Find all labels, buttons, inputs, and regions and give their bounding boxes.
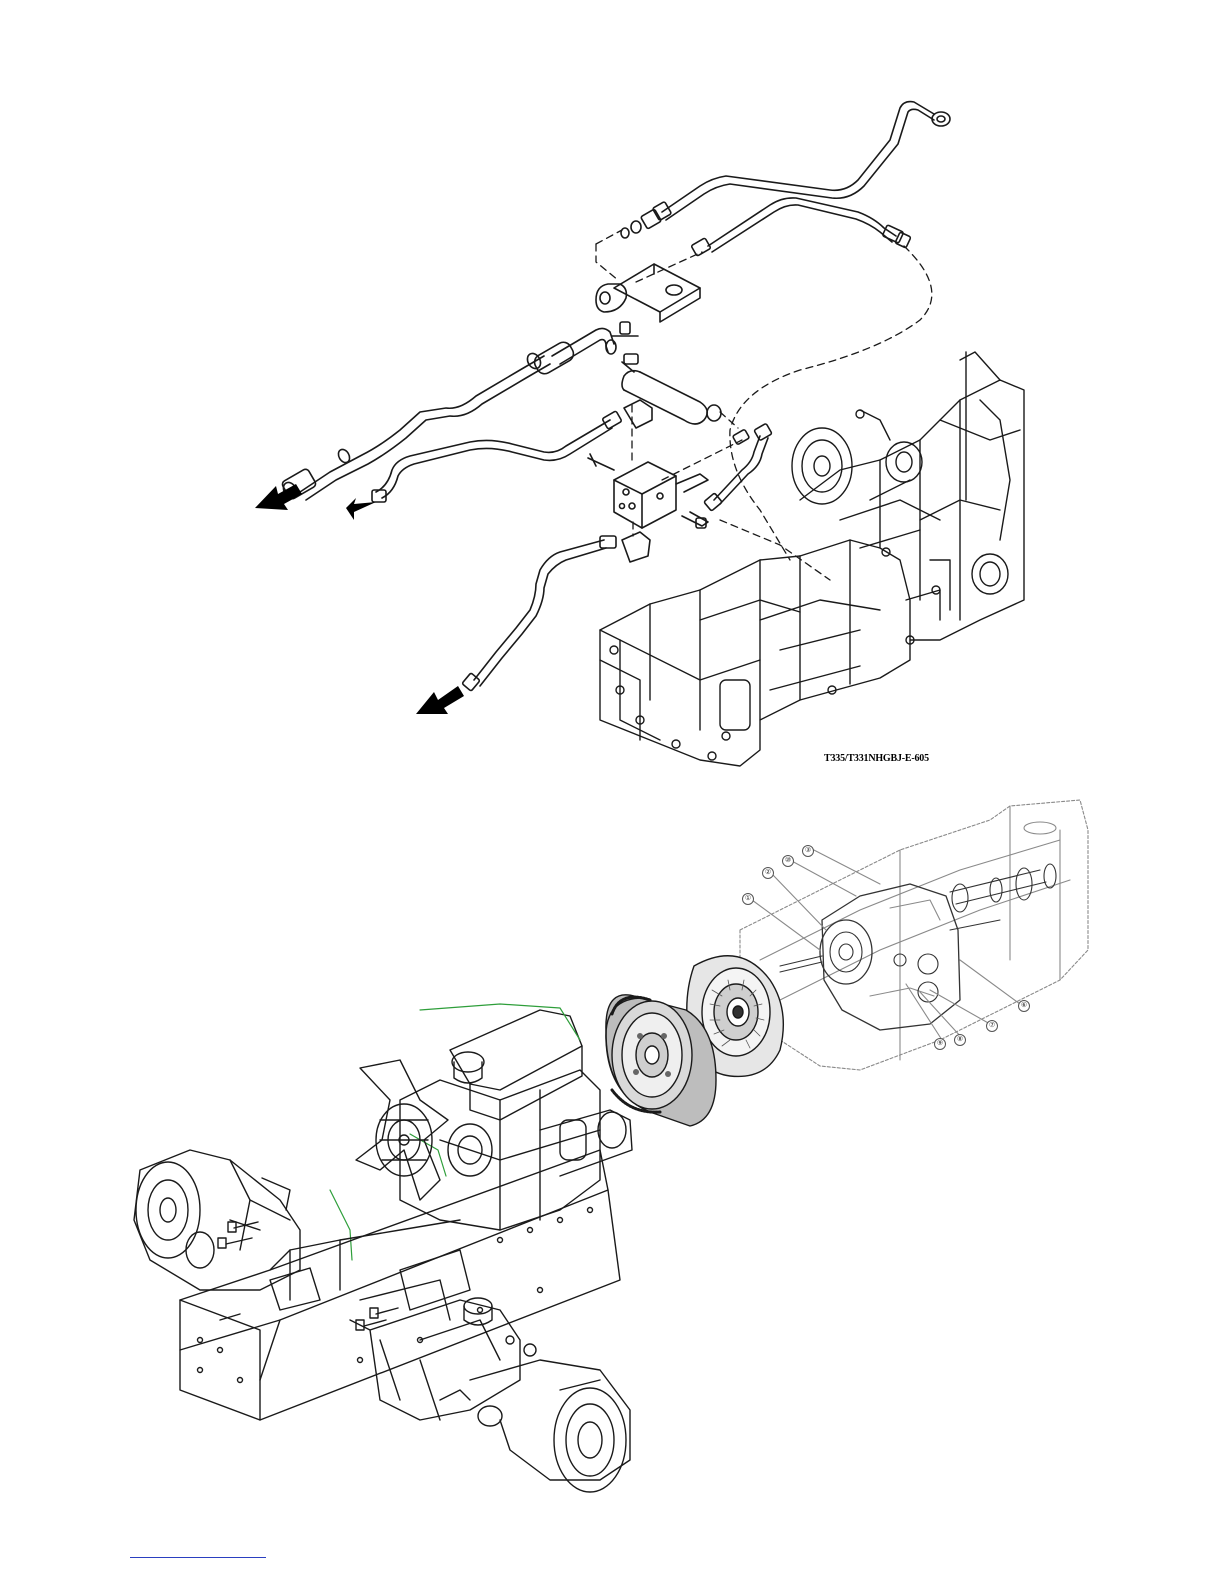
engine-block bbox=[330, 1004, 632, 1260]
callout-1: ① bbox=[742, 893, 754, 905]
callout-3: ③ bbox=[802, 845, 814, 857]
transmission-unit bbox=[740, 800, 1088, 1070]
callout-6: ⑥ bbox=[1018, 1000, 1030, 1012]
callout-2: ② bbox=[762, 867, 774, 879]
callout-9: ⑨ bbox=[934, 1038, 946, 1050]
callout-7: ⑦ bbox=[986, 1020, 998, 1032]
callout-10: ⑩ bbox=[782, 855, 794, 867]
footer-rule bbox=[130, 1557, 266, 1558]
mounting-bolts bbox=[218, 1222, 398, 1330]
callout-8: ⑧ bbox=[954, 1034, 966, 1046]
rear-axle-housing bbox=[134, 1150, 300, 1290]
front-axle-assembly bbox=[350, 1298, 630, 1492]
